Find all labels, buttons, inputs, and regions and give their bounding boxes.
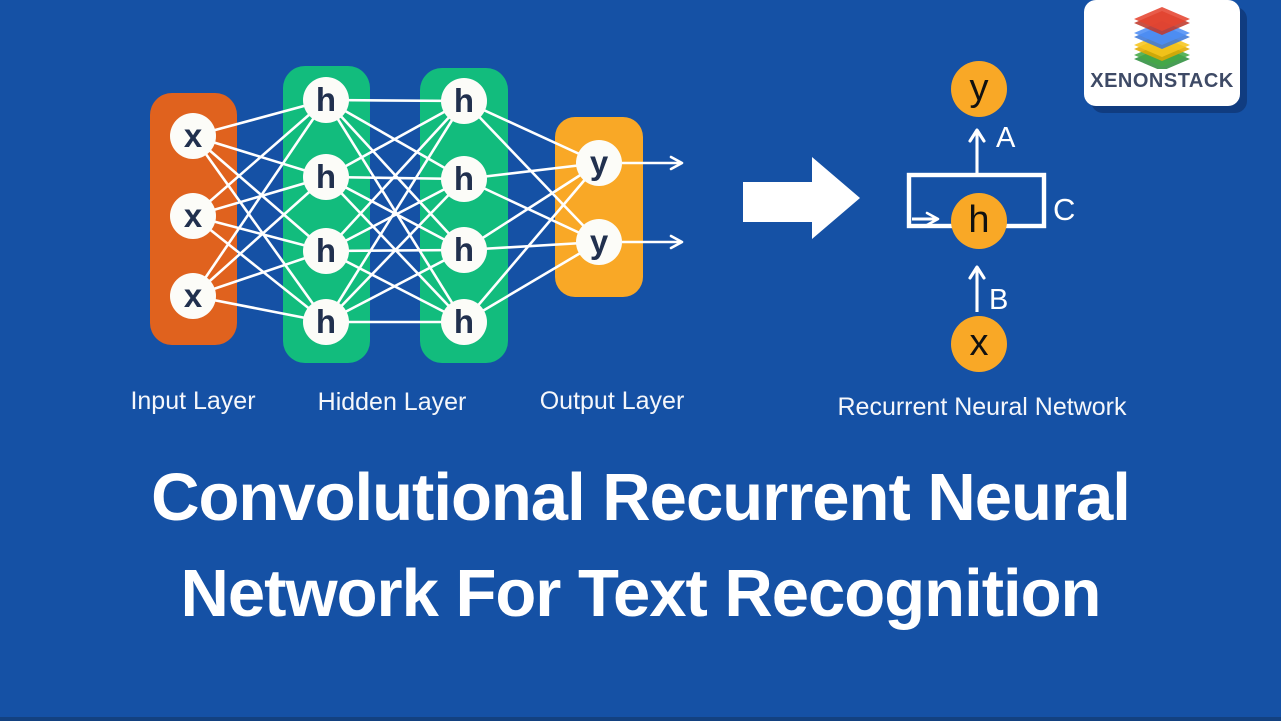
hidden-node: h	[303, 77, 349, 123]
xenonstack-logo: XENONSTACK	[1084, 0, 1240, 106]
hidden-node: h	[441, 78, 487, 124]
output-arrows	[622, 155, 684, 250]
input-node: x	[170, 113, 216, 159]
rnn-arrow-c-label: C	[1053, 192, 1076, 227]
output-layer-label: Output Layer	[539, 387, 685, 415]
title-line-1: Convolutional Recurrent Neural	[151, 460, 1131, 535]
hidden-node: h	[303, 228, 349, 274]
input-node: x	[170, 193, 216, 239]
rnn-output-node: y	[951, 61, 1007, 117]
hidden-layer-label: Hidden Layer	[317, 388, 467, 416]
hidden-node: h	[303, 299, 349, 345]
rnn-hidden-node: h	[951, 193, 1007, 249]
rnn-arrow-a-label: A	[996, 122, 1016, 154]
rnn-input-node: x	[951, 316, 1007, 372]
logo-wordmark: XENONSTACK	[1090, 70, 1234, 92]
rnn-caption: Recurrent Neural Network	[837, 393, 1127, 421]
hidden-node: h	[303, 154, 349, 200]
connection-lines	[191, 98, 600, 324]
transform-arrow-icon	[743, 157, 860, 239]
input-layer-label: Input Layer	[130, 387, 256, 415]
bottom-edge-stripe	[0, 717, 1281, 721]
output-node: y	[576, 219, 622, 265]
hidden-node: h	[441, 227, 487, 273]
output-node: y	[576, 140, 622, 186]
title-line-2: Network For Text Recognition	[180, 556, 1102, 631]
layers-stack-icon	[1134, 7, 1190, 69]
input-node: x	[170, 273, 216, 319]
hidden-node: h	[441, 156, 487, 202]
rnn-arrow-b-label: B	[989, 284, 1009, 316]
hidden-node: h	[441, 299, 487, 345]
page-title: Convolutional Recurrent Neural Network F…	[0, 450, 1281, 642]
